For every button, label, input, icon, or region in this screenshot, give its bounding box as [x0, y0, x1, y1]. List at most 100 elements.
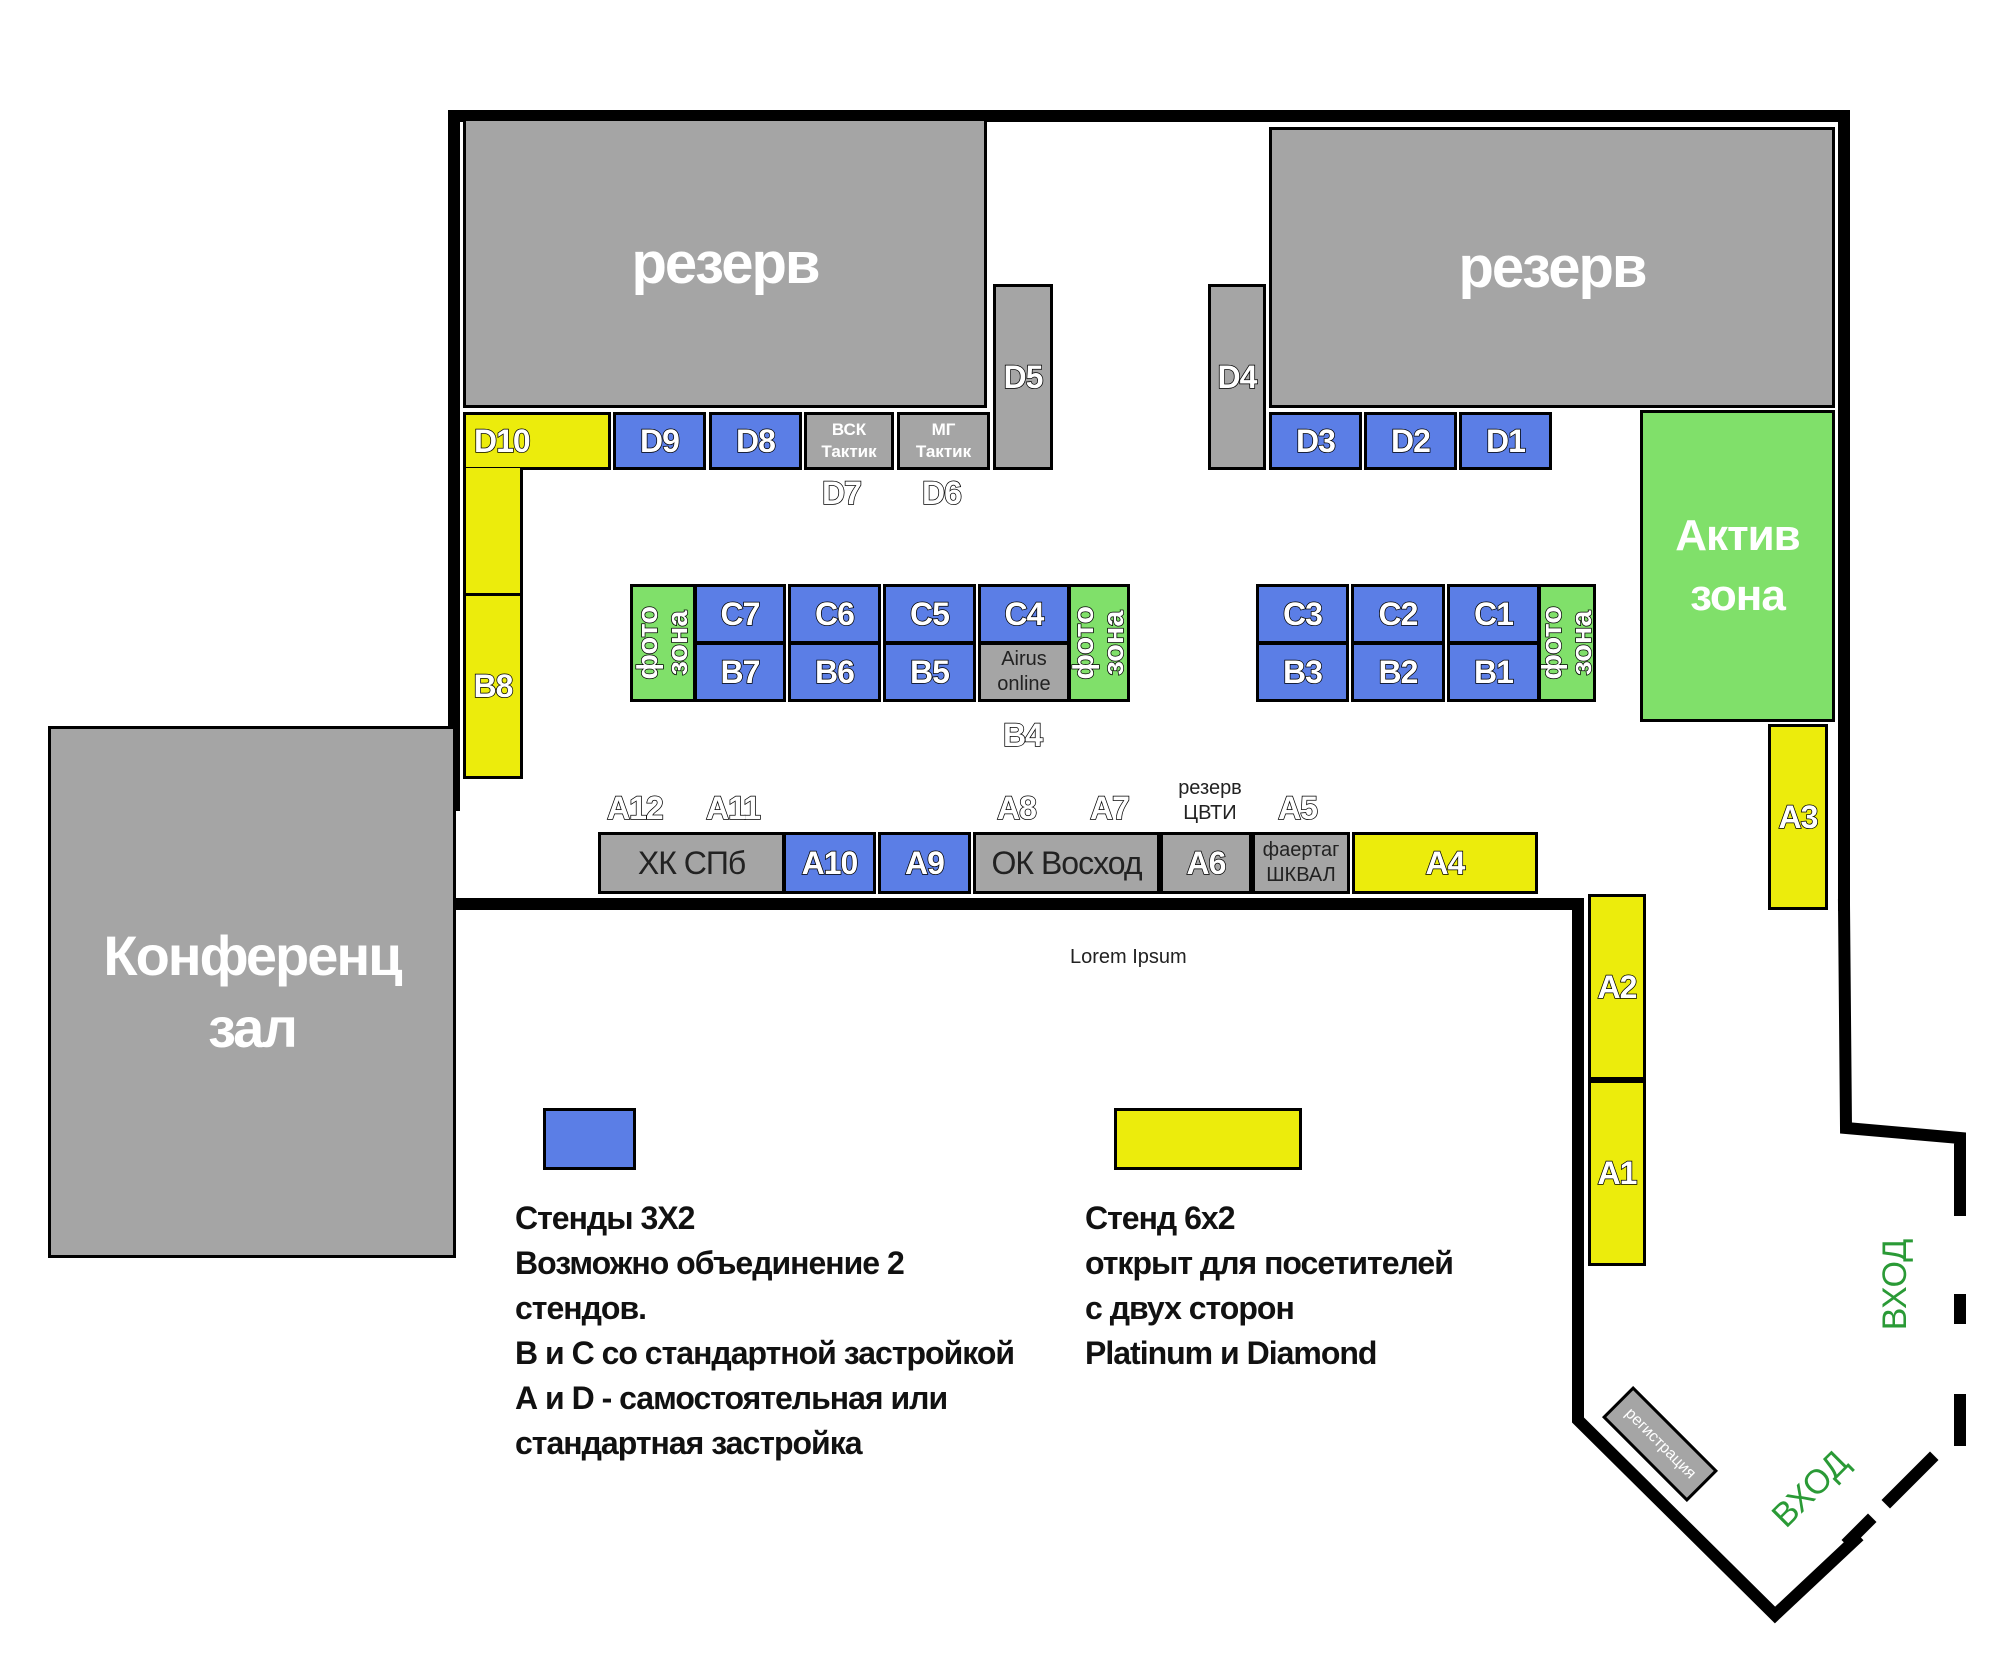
booth-c5-label: C5 [909, 595, 950, 633]
booth-b5-label: B5 [909, 653, 950, 691]
photo-zone-center-line2: зона [1097, 610, 1130, 677]
legend-blue-line2: Возможно объединение 2 [515, 1245, 905, 1281]
legend-yellow-line1: Стенд 6х2 [1085, 1200, 1235, 1236]
booth-d8[interactable]: D8 [709, 412, 802, 470]
active-zone-line2: зона [1690, 571, 1786, 620]
reserve-room-right: резерв [1269, 127, 1835, 408]
booth-a9[interactable]: A9 [878, 832, 971, 894]
booth-d7[interactable]: ВСК Тактик [804, 412, 894, 470]
photo-zone-center: фото зона [1068, 584, 1130, 702]
booth-a6-label: A6 [1186, 844, 1227, 882]
wall-north [448, 110, 1850, 911]
legend-blue-line5: А и D - самостоятельная или [515, 1380, 948, 1416]
booth-b6[interactable]: B6 [788, 642, 881, 702]
booth-a5-exhibitor-line2: ШКВАЛ [1266, 864, 1336, 886]
booth-c7[interactable]: C7 [694, 584, 786, 644]
booth-d2[interactable]: D2 [1364, 412, 1457, 470]
booth-b3[interactable]: B3 [1256, 642, 1349, 702]
booth-a6-reserve-line2: ЦВТИ [1183, 802, 1237, 824]
booth-d7-number: D7 [821, 474, 862, 512]
booth-d8-label: D8 [735, 422, 776, 460]
booth-a2-label: A2 [1597, 968, 1638, 1006]
booth-b4[interactable]: Airus online [978, 642, 1070, 702]
booth-b1[interactable]: B1 [1447, 642, 1540, 702]
booth-d7-exhibitor-line1: ВСК [831, 420, 867, 439]
booth-d1-label: D1 [1485, 422, 1526, 460]
booth-a1[interactable]: A1 [1588, 1080, 1646, 1266]
booth-c6[interactable]: C6 [788, 584, 881, 644]
photo-zone-right: фото зона [1538, 584, 1596, 702]
photo-zone-right-line2: зона [1565, 610, 1596, 677]
booth-b7-label: B7 [720, 653, 761, 691]
photo-zone-left-line2: зона [661, 610, 694, 677]
booth-a10[interactable]: A10 [783, 832, 876, 894]
booth-a5-number: A5 [1277, 789, 1318, 827]
booth-d4-label: D4 [1217, 358, 1258, 396]
booth-b8-label: B8 [473, 667, 514, 705]
legend-blue-line3: стендов. [515, 1290, 647, 1326]
booth-a4[interactable]: A4 [1352, 832, 1538, 894]
booth-d5[interactable]: D5 [993, 284, 1053, 470]
booth-b2[interactable]: B2 [1351, 642, 1445, 702]
booth-a9-label: A9 [904, 844, 945, 882]
legend-swatch-blue [543, 1108, 636, 1170]
booth-c3[interactable]: C3 [1256, 584, 1349, 644]
wall-diag-stub-b [1841, 1513, 1877, 1549]
booth-d1[interactable]: D1 [1459, 412, 1552, 470]
booth-d10-side[interactable] [463, 468, 523, 598]
booth-d4[interactable]: D4 [1208, 284, 1266, 470]
active-zone: Актив зона [1640, 410, 1835, 722]
booth-a3[interactable]: A3 [1768, 724, 1828, 910]
booth-a11-number: A11 [705, 789, 761, 827]
booth-a12-a11[interactable]: ХК СПб [598, 832, 785, 894]
legend-yellow-line3: с двух сторон [1085, 1290, 1295, 1326]
booth-c1-label: C1 [1473, 595, 1514, 633]
booth-b8[interactable]: B8 [463, 593, 523, 779]
booth-a10-label: A10 [801, 844, 859, 882]
booth-b4-exhibitor-line1: Airus [1001, 648, 1047, 670]
booth-d6-exhibitor-line2: Тактик [915, 442, 972, 461]
booth-c5[interactable]: C5 [883, 584, 976, 644]
booth-a3-label: A3 [1778, 798, 1819, 836]
booth-b5[interactable]: B5 [883, 642, 976, 702]
booth-d10-top[interactable]: D10 [463, 412, 611, 470]
booth-a6[interactable]: A6 [1160, 832, 1252, 894]
booth-c4[interactable]: C4 [978, 584, 1070, 644]
booth-c1[interactable]: C1 [1447, 584, 1540, 644]
booth-c7-label: C7 [720, 595, 761, 633]
booth-c2[interactable]: C2 [1351, 584, 1445, 644]
lorem-ipsum-label: Lorem Ipsum [1070, 946, 1187, 968]
booth-b4-exhibitor-line2: online [997, 673, 1051, 695]
legend-blue-line4: В и С со стандартной застройкой [515, 1335, 1015, 1371]
booth-d3[interactable]: D3 [1269, 412, 1362, 470]
booth-d6[interactable]: МГ Тактик [897, 412, 990, 470]
booth-d9[interactable]: D9 [613, 412, 706, 470]
legend-blue-line6: стандартная застройка [515, 1425, 863, 1461]
booth-a6-reserve-line1: резерв [1178, 777, 1242, 799]
booth-a8-a7-exhibitor: ОК Восход [991, 844, 1143, 881]
booth-a5[interactable]: фаертаг ШКВАЛ [1252, 832, 1350, 894]
reserve-room-left-label: резерв [631, 230, 820, 296]
photo-zone-center-text: фото зона [1071, 605, 1130, 680]
booth-d6-number: D6 [921, 474, 962, 512]
booth-a4-label: A4 [1425, 844, 1466, 882]
legend-blue-text: Стенды 3Х2 Возможно объединение 2 стендо… [515, 1196, 1015, 1466]
reserve-room-right-label: резерв [1458, 235, 1647, 300]
photo-zone-left: фото зона [630, 584, 696, 702]
booth-a8-a7[interactable]: ОК Восход [973, 832, 1160, 894]
booth-a2[interactable]: A2 [1588, 894, 1646, 1080]
booth-b7[interactable]: B7 [694, 642, 786, 702]
booth-c6-label: C6 [814, 595, 855, 633]
legend-blue-line1: Стенды 3Х2 [515, 1200, 695, 1236]
photo-zone-right-line1: фото [1538, 605, 1569, 680]
legend-yellow-line2: открыт для посетителей [1085, 1245, 1454, 1281]
active-zone-line1: Актив [1675, 511, 1800, 560]
legend-yellow-line4: Platinum и Diamond [1085, 1335, 1377, 1371]
conference-hall-line2: зал [208, 996, 298, 1059]
photo-zone-right-text: фото зона [1538, 605, 1596, 680]
wall-diag-stub-a [1881, 1451, 1939, 1509]
wall-south [448, 898, 1864, 1624]
booth-a7-number: A7 [1089, 789, 1130, 827]
